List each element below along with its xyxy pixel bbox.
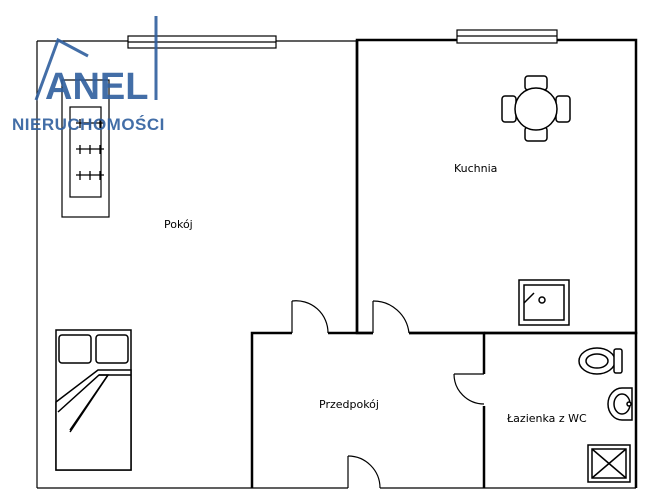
door-kuchnia bbox=[372, 300, 410, 334]
washbasin-icon bbox=[607, 387, 633, 421]
logo: ANEL NIERUCHOMOŚCI bbox=[12, 16, 165, 134]
logo-house-icon bbox=[34, 16, 158, 101]
logo-name: ANEL bbox=[45, 66, 148, 108]
door-gap-pokoj bbox=[292, 330, 328, 336]
logo-subtitle: NIERUCHOMOŚCI bbox=[12, 115, 165, 134]
radiator-icon bbox=[61, 79, 110, 218]
room-label-kuchnia: Kuchnia bbox=[454, 162, 497, 175]
door-gap-kuchnia bbox=[373, 330, 409, 336]
wall-kuchnia bbox=[355, 38, 638, 335]
shower-icon bbox=[587, 444, 631, 483]
bed-icon bbox=[55, 329, 132, 471]
door-gap-lazienka bbox=[481, 374, 487, 406]
kitchen-sink-icon bbox=[518, 279, 570, 326]
room-label-pokoj: Pokój bbox=[164, 218, 193, 231]
doors bbox=[291, 300, 485, 489]
room-label-przedpokoj: Przedpokój bbox=[319, 398, 379, 411]
toilet-icon bbox=[578, 347, 623, 375]
door-entrance bbox=[347, 455, 381, 489]
room-label-lazienka: Łazienka z WC bbox=[506, 412, 587, 425]
wall-lazienka bbox=[484, 331, 638, 488]
door-gap-entrance bbox=[348, 485, 380, 491]
door-lazienka bbox=[453, 373, 485, 405]
wall-przedpokoj bbox=[250, 331, 486, 488]
door-openings bbox=[292, 330, 487, 491]
windows bbox=[127, 29, 558, 49]
door-pokoj bbox=[291, 300, 329, 334]
dining-table-icon bbox=[501, 75, 571, 142]
